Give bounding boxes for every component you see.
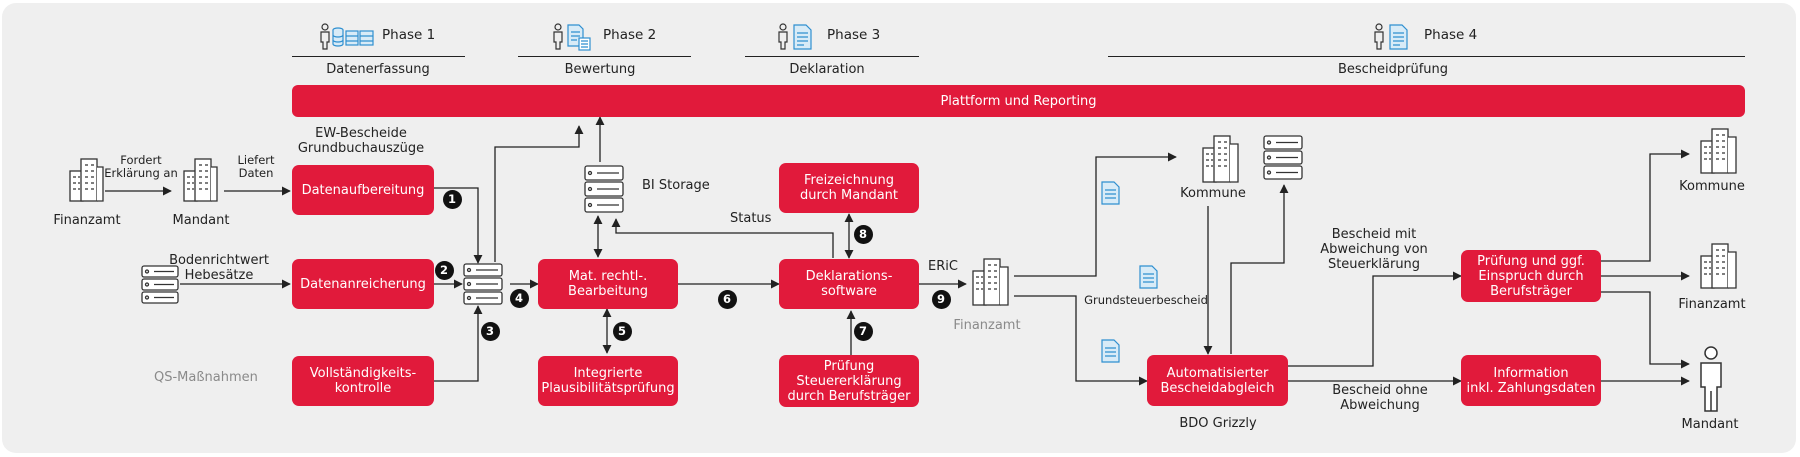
phase-4-caption: Bescheidprüfung bbox=[1337, 62, 1449, 77]
kommune-mid-label: Kommune bbox=[1180, 186, 1246, 201]
phase-2-divider bbox=[518, 56, 691, 58]
bescheid-server-icon bbox=[1263, 135, 1303, 180]
bi-storage-server-icon bbox=[584, 165, 624, 213]
kommune-right-building-icon bbox=[1700, 128, 1737, 174]
qs-massnahmen-label: QS-Maßnahmen bbox=[154, 370, 258, 385]
bodenrichtwert-server-icon bbox=[141, 265, 179, 304]
kommune-mid-building-icon bbox=[1202, 135, 1239, 183]
step-badge-8: 8 bbox=[853, 224, 873, 244]
edge-server-platform bbox=[494, 125, 584, 262]
step-badge-2: 2 bbox=[434, 260, 454, 280]
phase-4-divider bbox=[1108, 56, 1745, 58]
bi-storage-label: BI Storage bbox=[642, 178, 710, 193]
freizeichnung-box: Freizeichnung durch Mandant bbox=[779, 163, 919, 213]
liefert-daten-label: Liefert Daten bbox=[237, 153, 275, 180]
mandant-left-building-icon bbox=[183, 158, 218, 202]
datenaufbereitung-box: Datenaufbereitung bbox=[292, 165, 434, 215]
vollstaendigkeitskontrolle-box: Vollständigkeits- kontrolle bbox=[292, 356, 434, 406]
mandant-right-person-icon bbox=[1700, 346, 1722, 412]
bescheid-mit-abweichung-label: Bescheid mit Abweichung von Steuerklärun… bbox=[1320, 227, 1428, 272]
phase-2-icon bbox=[553, 23, 591, 51]
bodenrichtwert-label: Bodenrichtwert Hebesätze bbox=[169, 253, 269, 283]
bdo-grizzly-label: BDO Grizzly bbox=[1179, 416, 1257, 431]
kommune-right-label: Kommune bbox=[1679, 179, 1745, 194]
phase-2-label: Phase 2 bbox=[603, 27, 657, 43]
step-badge-6: 6 bbox=[717, 289, 737, 309]
pruefung-steuererklaerung-box: Prüfung Steuererklärung durch Berufsträg… bbox=[779, 355, 919, 407]
step-badge-7: 7 bbox=[853, 321, 873, 341]
phase-1-divider bbox=[292, 56, 465, 58]
edge-bescheidabgleich-einspruch bbox=[1288, 271, 1462, 367]
einspruch-box: Prüfung und ggf. Einspruch durch Berufst… bbox=[1461, 250, 1601, 302]
step-badge-4: 4 bbox=[509, 288, 529, 308]
information-box: Information inkl. Zahlungsdaten bbox=[1461, 355, 1601, 406]
phase-4-icon bbox=[1374, 23, 1408, 50]
step-badge-3: 3 bbox=[480, 321, 500, 341]
finanzamt-mid-label: Finanzamt bbox=[953, 318, 1021, 333]
grundsteuerbescheid-label: Grundsteuerbescheid bbox=[1084, 293, 1208, 307]
finanzamt-right-building-icon bbox=[1700, 243, 1737, 289]
document-icon-upper bbox=[1101, 181, 1120, 205]
edge-einspruch-kommune bbox=[1601, 149, 1690, 262]
status-label: Status bbox=[730, 211, 772, 226]
finanzamt-left-label: Finanzamt bbox=[53, 213, 121, 228]
mandant-right-label: Mandant bbox=[1681, 417, 1739, 432]
bescheidabgleich-box: Automatisierter Bescheidabgleich bbox=[1147, 355, 1288, 406]
edge-einspruch-mandant bbox=[1601, 291, 1690, 369]
step-badge-1: 1 bbox=[442, 189, 462, 209]
edge-finanzamt-kommune bbox=[1014, 152, 1177, 277]
phase-3-icon bbox=[778, 23, 812, 50]
phase-1-label: Phase 1 bbox=[382, 27, 436, 43]
plausibilitaetspruefung-box: Integrierte Plausibilitätsprüfung bbox=[538, 356, 678, 406]
finanzamt-left-building-icon bbox=[69, 158, 104, 202]
document-icon-grundsteuer bbox=[1139, 265, 1158, 289]
ew-bescheide-label: EW-Bescheide Grundbuchauszüge bbox=[297, 126, 425, 156]
phase-1-caption: Datenerfassung bbox=[326, 62, 430, 77]
step-badge-5: 5 bbox=[612, 321, 632, 341]
edge-vollstaendigkeit-server bbox=[434, 305, 483, 382]
datenanreicherung-box: Datenanreicherung bbox=[292, 259, 434, 309]
finanzamt-mid-building-icon bbox=[972, 258, 1009, 306]
phase-1-icon bbox=[320, 23, 374, 50]
deklarationssoftware-box: Deklarations- software bbox=[779, 259, 919, 309]
step-badge-9: 9 bbox=[931, 289, 951, 309]
phase-3-divider bbox=[745, 56, 919, 58]
phase-3-caption: Deklaration bbox=[789, 62, 865, 77]
fordert-erklaerung-label: Fordert Erklärung an bbox=[104, 153, 178, 180]
phase-4-label: Phase 4 bbox=[1424, 27, 1478, 43]
edge-bescheidabgleich-server bbox=[1230, 184, 1289, 354]
edge-datenaufbereitung-server bbox=[434, 187, 483, 264]
edge-finanzamt-bescheidabgleich bbox=[1014, 295, 1148, 386]
central-server-icon bbox=[463, 263, 503, 305]
phase-3-label: Phase 3 bbox=[827, 27, 881, 43]
mat-bearbeitung-box: Mat. rechtl-. Bearbeitung bbox=[538, 259, 678, 309]
platform-reporting-bar: Plattform und Reporting bbox=[292, 85, 1745, 117]
finanzamt-right-label: Finanzamt bbox=[1678, 297, 1746, 312]
bescheid-ohne-abweichung-label: Bescheid ohne Abweichung bbox=[1332, 383, 1428, 413]
edge-status-bistorage bbox=[611, 218, 834, 258]
phase-2-caption: Bewertung bbox=[564, 62, 636, 77]
eric-label: ERiC bbox=[928, 259, 958, 274]
document-icon-lower bbox=[1101, 339, 1120, 363]
mandant-left-label: Mandant bbox=[172, 213, 230, 228]
